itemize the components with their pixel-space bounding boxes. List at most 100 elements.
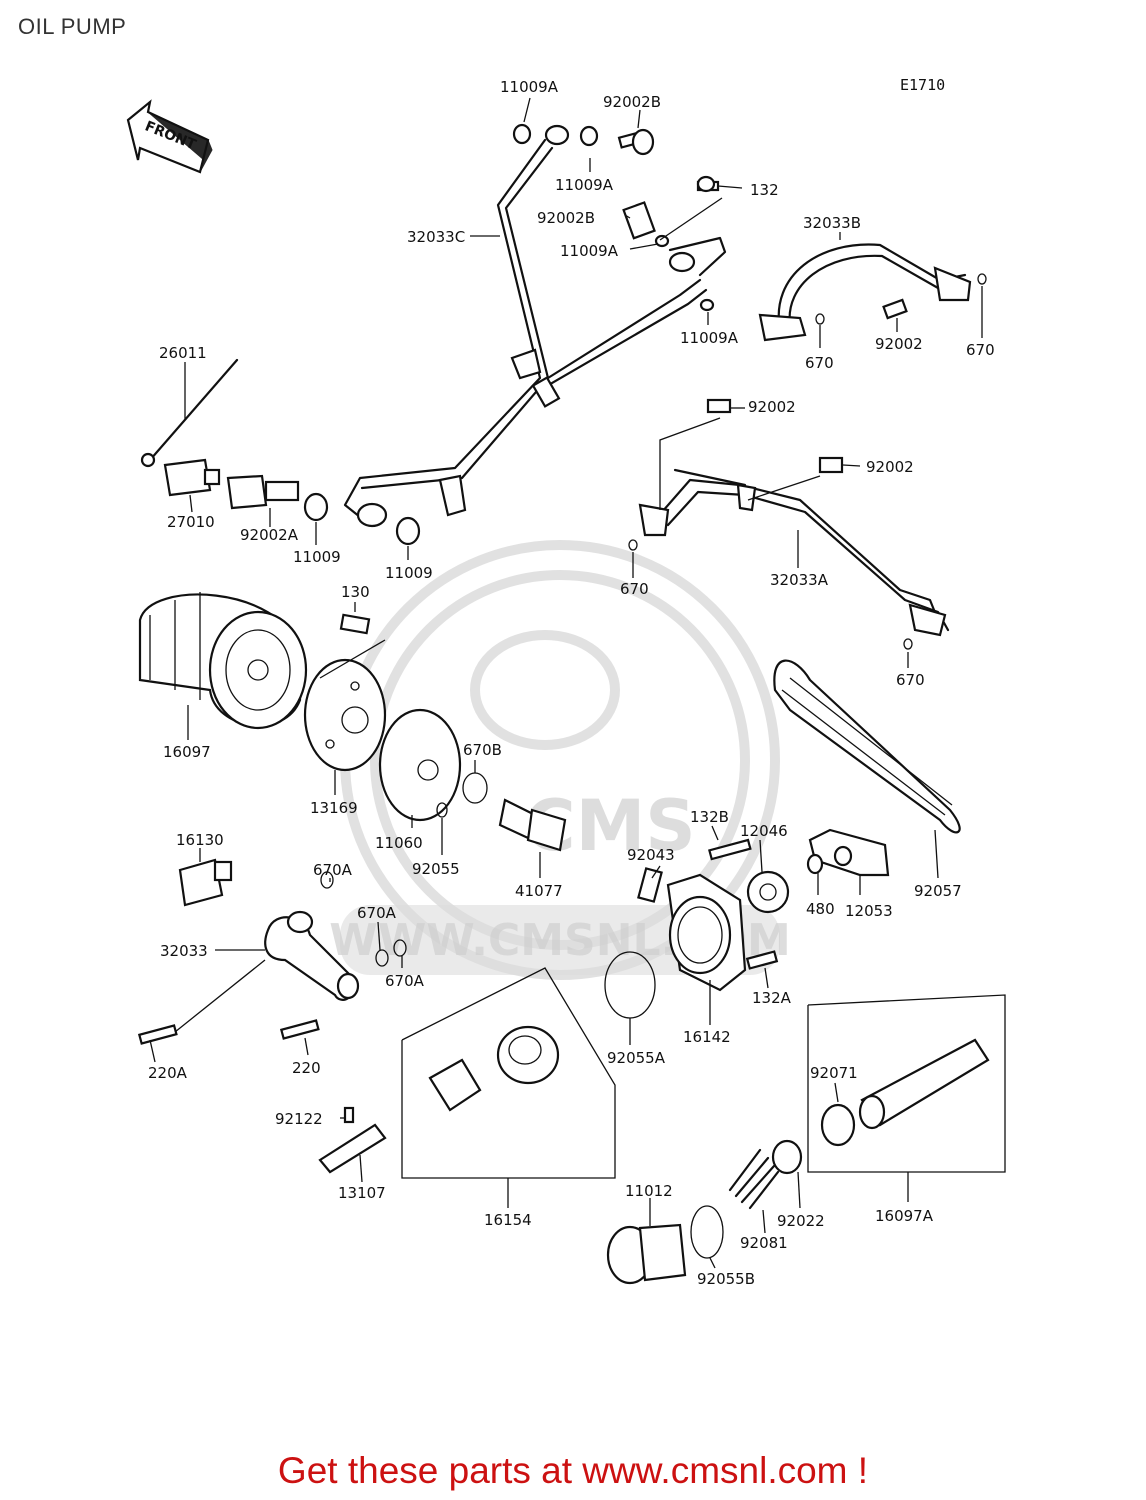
part-label: 92081 xyxy=(740,1234,788,1252)
o-ring-92055B xyxy=(690,1205,724,1259)
bolt-220A xyxy=(137,1024,178,1045)
part-label: 132 xyxy=(750,181,779,199)
part-label: 92002 xyxy=(875,335,923,353)
part-label: 92055B xyxy=(697,1270,755,1288)
bolt-41077 xyxy=(498,798,567,852)
washer-11009A xyxy=(699,298,715,312)
oil-pump-16142 xyxy=(666,873,747,992)
o-ring-670A xyxy=(375,949,389,967)
part-label: 32033 xyxy=(160,942,208,960)
part-label: 670 xyxy=(966,341,995,359)
part-label: 220 xyxy=(292,1059,321,1077)
fitting-16130 xyxy=(178,858,233,907)
part-label: 92055A xyxy=(607,1049,666,1067)
o-ring-670 xyxy=(815,313,825,325)
part-label: 92043 xyxy=(627,846,675,864)
diagram-code: E1710 xyxy=(900,76,945,94)
part-label: 11009A xyxy=(555,176,614,194)
part-labels: 11009A 92002B 11009A 132 32033C 92002B 1… xyxy=(148,78,995,1288)
bolt-132A xyxy=(745,950,779,970)
washer-92022 xyxy=(771,1139,803,1175)
oil-filter-16097 xyxy=(138,592,308,730)
part-label: 13169 xyxy=(310,799,358,817)
washer-480 xyxy=(806,853,824,875)
oil-pipe-32033A xyxy=(638,468,950,637)
bolt-92002 xyxy=(706,398,732,414)
part-label: 92122 xyxy=(275,1110,323,1128)
part-label: 670B xyxy=(463,741,502,759)
part-label: 220A xyxy=(148,1064,188,1082)
washer-11009A xyxy=(512,123,532,145)
part-label: 12053 xyxy=(845,902,893,920)
part-label: 92002 xyxy=(748,398,796,416)
part-label: 92002A xyxy=(240,526,299,544)
shaft-13107 xyxy=(318,1106,387,1174)
bolt-92002B xyxy=(622,201,656,240)
o-ring-670 xyxy=(628,539,638,551)
washer-11009A xyxy=(579,125,599,147)
part-label: 16097A xyxy=(875,1207,934,1225)
part-label: 92002B xyxy=(537,209,595,227)
front-arrow-icon: FRONT xyxy=(126,99,213,174)
part-label: 27010 xyxy=(167,513,215,531)
chain-92057 xyxy=(773,659,961,834)
o-ring-92055 xyxy=(436,802,448,818)
fitting-92002A xyxy=(226,474,300,510)
part-label: 130 xyxy=(341,583,370,601)
oil-pipe-32033 xyxy=(264,910,360,1001)
bolt-220 xyxy=(279,1019,320,1040)
part-label: 92057 xyxy=(914,882,962,900)
dowel-92043 xyxy=(637,867,663,903)
plug-11012 xyxy=(606,1223,687,1285)
bolt-132 xyxy=(696,175,720,193)
o-ring-670A xyxy=(320,871,334,889)
bolt-132B xyxy=(708,838,752,861)
part-label: 32033B xyxy=(803,214,861,232)
part-label: 92002B xyxy=(603,93,661,111)
part-label: 132B xyxy=(690,808,729,826)
part-label: 670A xyxy=(357,904,397,922)
part-label: 16154 xyxy=(484,1211,532,1229)
washer-11009A xyxy=(654,234,670,248)
part-label: 11060 xyxy=(375,834,423,852)
gasket-11060 xyxy=(378,708,462,822)
cover-13169 xyxy=(303,658,387,772)
rotor-set-16154 xyxy=(401,967,616,1179)
bolt-92002B xyxy=(617,128,655,156)
bolt-92002 xyxy=(882,298,908,320)
part-label: 480 xyxy=(806,900,835,918)
bypass-valve-16097A xyxy=(807,994,1006,1173)
oil-pipe-32033C xyxy=(343,124,727,528)
bolt-130 xyxy=(339,613,371,635)
o-ring-670 xyxy=(903,638,913,650)
spring-92081 xyxy=(728,1148,780,1210)
part-label: 16097 xyxy=(163,743,211,761)
page-title: OIL PUMP xyxy=(18,14,127,39)
part-label: 92071 xyxy=(810,1064,858,1082)
part-label: 132A xyxy=(752,989,792,1007)
oil-pressure-switch-27010 xyxy=(163,458,221,497)
oil-pipe-32033B xyxy=(758,243,972,342)
part-label: 92022 xyxy=(777,1212,825,1230)
o-ring-670A xyxy=(393,939,407,957)
part-label: 670A xyxy=(385,972,425,990)
part-label: 11009 xyxy=(385,564,433,582)
part-label: 41077 xyxy=(515,882,563,900)
part-label: 670 xyxy=(620,580,649,598)
part-label: 16142 xyxy=(683,1028,731,1046)
footer-shop-link[interactable]: Get these parts at www.cmsnl.com ! xyxy=(277,1450,869,1491)
washer-11009 xyxy=(395,516,421,546)
part-label: 26011 xyxy=(159,344,207,362)
part-label: 11009A xyxy=(560,242,619,260)
part-label: 11009 xyxy=(293,548,341,566)
part-label: 12046 xyxy=(740,822,788,840)
part-label: 670 xyxy=(805,354,834,372)
part-label: 670A xyxy=(313,861,353,879)
part-label: 32033C xyxy=(407,228,465,246)
part-label: 670 xyxy=(896,671,925,689)
sprocket-12046 xyxy=(746,870,790,914)
part-label: 92002 xyxy=(866,458,914,476)
part-label: 16130 xyxy=(176,831,224,849)
wire-26011 xyxy=(140,358,239,468)
part-label: 11009A xyxy=(500,78,559,96)
